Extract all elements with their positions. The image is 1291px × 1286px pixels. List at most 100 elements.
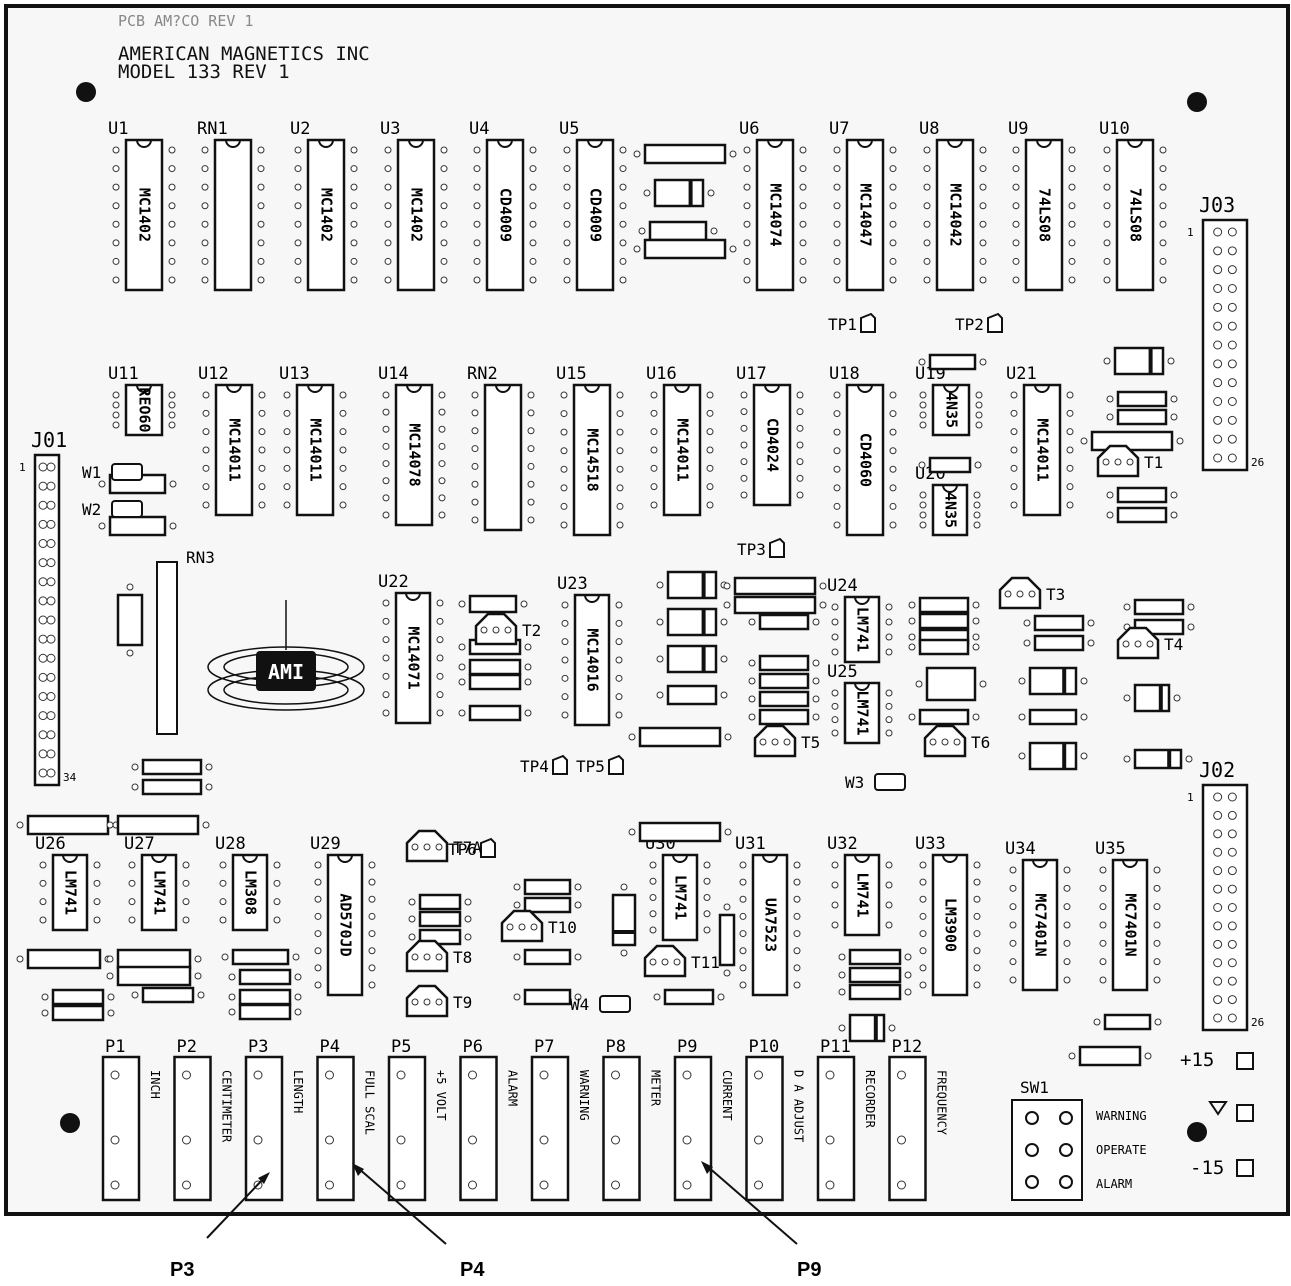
switch-pos-operate: OPERATE [1096,1143,1147,1157]
mounting-hole [1187,1122,1207,1142]
ic-ref-label: U24 [827,576,858,596]
ic-ref-label: U18 [829,364,860,384]
resistor [513,896,582,914]
transistor-t6: T6 [923,724,990,758]
capacitor [106,814,210,836]
board-outline [4,4,1290,1216]
ic-part-label: MC7401N [1122,893,1140,956]
resistor [1106,390,1178,408]
resistor [653,988,725,1006]
resistor [918,353,987,371]
resistor [513,878,582,896]
ic-part-label: MC14011 [1034,418,1052,481]
pot-function-label: INCH [148,1070,162,1099]
callouts: P3 P4 P9 [170,1161,821,1281]
ic-row-middle: U11REO60U12MC14011U13MC14011U14MC14078RN… [108,364,1074,537]
ic-part-label: MC1402 [136,188,154,242]
ic-ref-label: U26 [35,834,66,854]
capacitor [915,666,987,702]
ic-ref-label: U25 [827,662,858,682]
resistor [838,983,912,1001]
resistor [1106,408,1178,426]
jumper-w1: W1 [82,463,143,482]
ic-ref-label: U16 [646,364,677,384]
connector-pin-first: 1 [19,461,26,474]
ic-ref-label: U1 [108,119,128,139]
ic-part-label: MC14016 [584,628,602,691]
connector-pin-last: 26 [1251,456,1264,469]
transistor-label: T8 [453,948,472,967]
jumper-label: W1 [82,463,101,482]
ic-part-label: LM741 [151,870,169,915]
ic-part-label: CD4009 [497,188,515,242]
ic-rn1: RN1 [197,119,265,292]
resistor [1106,506,1178,524]
transistor-t5: T5 [753,724,820,758]
transistor-t7a: T7A [405,829,482,863]
board-model: MODEL 133 REV 1 [118,61,290,83]
pot-function-label: FULL SCAL [363,1070,377,1135]
ic-part-label: UA7523 [762,898,780,952]
pot-ref: P6 [463,1037,483,1057]
test-point-tp1: TP1 [828,312,876,334]
pot-ref: P9 [677,1037,697,1057]
mounting-hole [60,1113,80,1133]
resistor [228,988,302,1006]
transistor-label: T5 [801,733,820,752]
ic-part-label: LM308 [242,870,260,915]
ic-part-label: MC14011 [226,418,244,481]
test-point-label: TP6 [448,840,477,859]
resistor [1123,598,1195,616]
test-point-tp2: TP2 [955,312,1003,334]
resistor [908,596,980,614]
ic-ref-label: U17 [736,364,767,384]
pot-function-label: LENGTH [291,1070,305,1113]
transistor-label: T2 [522,621,541,640]
ic-part-label: CD4024 [764,418,782,472]
ic-part-label: REO60 [136,387,154,432]
resistor [838,948,912,966]
ic-part-label: 4N35 [942,492,960,528]
transistor-t4: T4 [1116,626,1183,660]
pot-function-label: METER [649,1070,663,1107]
test-point-label: TP2 [955,315,984,334]
ic-part-label: MC14011 [307,418,325,481]
resistor [1018,708,1088,726]
diode [1018,666,1088,696]
transistor-label: T9 [453,993,472,1012]
resistor [228,968,302,986]
jumper-w2: W2 [82,500,143,519]
svg-text:RN3: RN3 [186,548,215,567]
resistor [513,948,582,966]
resistor [458,673,532,691]
diode [1018,741,1088,771]
test-point-label: TP5 [576,757,605,776]
transistor-t3: T3 [998,576,1065,610]
pot-ref: P8 [606,1037,626,1057]
ic-part-label: MC1402 [318,188,336,242]
callout-p4: P4 [460,1259,485,1281]
ic-ref-label: U12 [198,364,229,384]
resistor [1023,614,1095,632]
capacitor [106,948,202,970]
ic-part-label: 74LS08 [1127,188,1145,242]
